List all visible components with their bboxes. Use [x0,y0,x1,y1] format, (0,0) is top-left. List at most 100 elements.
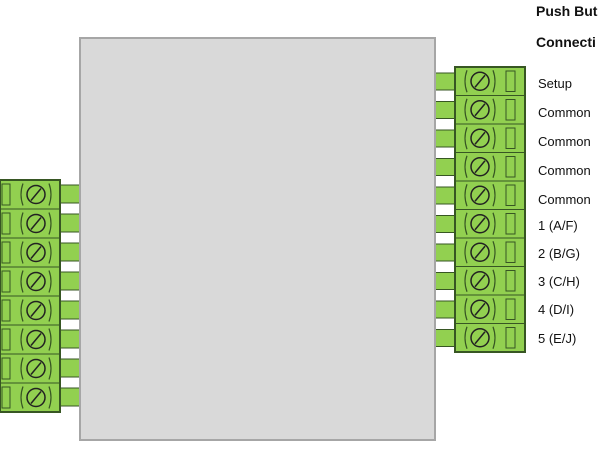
pin [59,358,81,378]
screw-slot [30,304,42,317]
wire-slot [505,184,516,206]
clamp-arc [20,212,24,235]
title-line-1: Push But [536,3,598,19]
screw-slot [474,103,486,117]
clamp-arc [464,298,468,321]
pin [59,271,81,291]
wire-slot [1,270,11,293]
clamp-arc [48,328,52,351]
clamp-arc [464,98,468,121]
pin [434,300,456,319]
clamp-arc [492,212,496,235]
clamp-arc [492,241,496,264]
wire-slot [1,299,11,322]
clamp-arc [492,298,496,321]
pin [434,186,456,205]
label-input-2: 2 (B/G) [538,246,580,261]
clamp-arc [464,70,468,93]
wire-slot [505,327,516,349]
screw-slot [474,302,486,316]
label-setup: Setup [538,76,572,91]
clamp-arc [48,241,52,264]
clamp-arc [492,184,496,207]
clamp-arc [464,269,468,292]
screw-slot [474,331,486,345]
label-common-3: Common [538,163,591,178]
module-body [79,37,436,441]
clamp-arc [48,212,52,235]
wire-slot [1,328,11,351]
wire-slot [1,183,11,206]
clamp-arc [20,357,24,380]
pin [434,215,456,233]
pin [434,243,456,262]
wire-slot [505,270,516,292]
wire-slot [1,241,11,264]
screw-slot [474,245,486,259]
wire-slot [505,298,516,320]
screw-slot [30,391,42,404]
screw-slot [474,188,486,202]
clamp-arc [464,212,468,235]
clamp-arc [20,386,24,409]
pin [59,329,81,349]
pin [434,72,456,91]
screw-slot [474,131,486,145]
wire-slot [1,357,11,380]
screw-slot [474,74,486,88]
screw-slot [474,274,486,288]
screw-slot [474,160,486,174]
clamp-arc [20,270,24,293]
clamp-arc [492,269,496,292]
screw-slot [30,246,42,259]
screw-slot [30,362,42,375]
pin [434,158,456,176]
screw-slot [30,333,42,346]
pin [434,329,456,347]
clamp-arc [492,326,496,349]
wire-slot [505,241,516,263]
screw-slot [30,188,42,201]
clamp-arc [492,155,496,178]
clamp-arc [48,299,52,322]
clamp-arc [48,270,52,293]
clamp-arc [464,241,468,264]
right-terminal-block [434,66,526,353]
pin [59,184,81,204]
clamp-arc [464,155,468,178]
label-input-1: 1 (A/F) [538,218,578,233]
label-common-4: Common [538,192,591,207]
wire-slot [505,70,516,92]
label-input-4: 4 (D/I) [538,302,575,317]
pin [59,387,81,407]
screw-slot [30,275,42,288]
left-terminal-block [0,179,81,413]
pin [434,101,456,119]
pin [59,300,81,320]
clamp-arc [20,299,24,322]
wire-slot [505,156,516,178]
wire-slot [505,99,516,121]
clamp-arc [20,328,24,351]
clamp-arc [464,127,468,150]
clamp-arc [20,241,24,264]
label-common-2: Common [538,134,591,149]
wire-slot [505,127,516,149]
clamp-arc [20,183,24,206]
pin [59,242,81,262]
pin [434,272,456,290]
label-input-5: 5 (E/J) [538,331,577,346]
clamp-arc [492,127,496,150]
screw-slot [30,217,42,230]
pin [434,129,456,148]
clamp-arc [48,357,52,380]
clamp-arc [492,98,496,121]
clamp-arc [48,386,52,409]
wire-slot [1,212,11,235]
label-common-1: Common [538,105,591,120]
wire-slot [505,213,516,235]
screw-slot [474,217,486,231]
clamp-arc [48,183,52,206]
title-line-2: Connecti [536,34,596,50]
